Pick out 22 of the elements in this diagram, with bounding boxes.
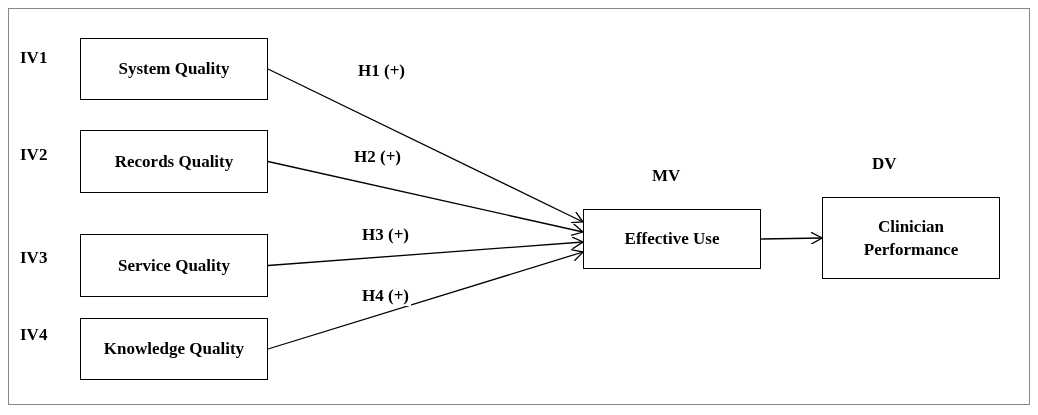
- variable-name: Effective Use: [624, 228, 720, 251]
- variable-tag: IV2: [20, 144, 48, 166]
- variable-box: [80, 234, 268, 297]
- variable-tag: MV: [652, 165, 681, 187]
- variable-box: [80, 38, 268, 100]
- arrow: [267, 160, 584, 237]
- arrow: [760, 231, 823, 245]
- variable-tag: DV: [872, 153, 897, 175]
- arrow: [267, 248, 584, 350]
- variable-box: [80, 318, 268, 380]
- variable-name: Service Quality: [118, 254, 230, 277]
- variable-name: Clinician Performance: [862, 215, 960, 261]
- variable-tag: IV3: [20, 247, 48, 269]
- variable-tag: IV4: [20, 324, 48, 346]
- variable-name: System Quality: [118, 58, 230, 81]
- variable-box: [822, 197, 1000, 279]
- variable-name: Knowledge Quality: [103, 338, 245, 361]
- variable-tag: IV1: [20, 47, 48, 69]
- arrow: [267, 68, 584, 224]
- variable-name: Records Quality: [114, 150, 234, 173]
- variable-box: [583, 209, 761, 269]
- variable-box: [80, 130, 268, 193]
